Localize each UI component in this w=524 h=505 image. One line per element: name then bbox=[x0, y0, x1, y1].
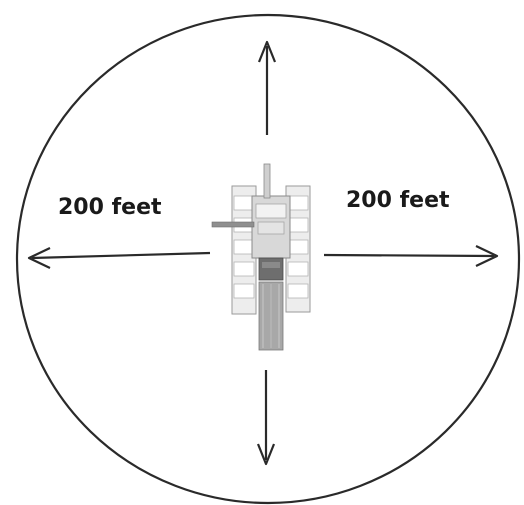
arrow-up bbox=[257, 40, 277, 135]
arrow-left bbox=[27, 247, 211, 269]
arrow-right bbox=[323, 245, 499, 267]
arrow-down bbox=[256, 370, 276, 466]
right-distance-label: 200 feet bbox=[346, 188, 450, 213]
crane-vehicle-top-view-icon bbox=[211, 163, 311, 351]
left-distance-label: 200 feet bbox=[58, 195, 162, 220]
boundary-circle bbox=[15, 13, 521, 505]
